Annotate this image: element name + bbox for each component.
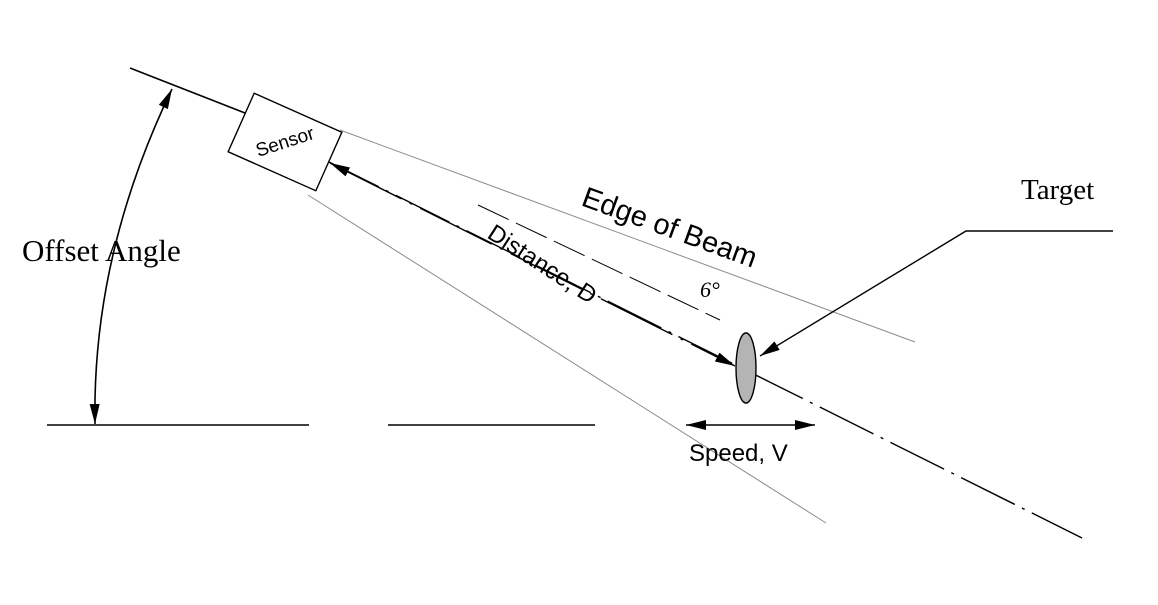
offset-angle-arc: [89, 88, 173, 425]
distance-label: Distance, D: [483, 219, 602, 309]
target-ellipse: [735, 332, 757, 404]
offset-angle-label: Offset Angle: [22, 233, 181, 268]
sensor-axis-line: [129, 67, 246, 114]
beam-angle-label: 6°: [700, 277, 720, 302]
beam-edge-upper: [339, 129, 916, 343]
target-label: Target: [1021, 174, 1094, 206]
distance-arrow: [329, 162, 736, 367]
target-leader-line: [759, 230, 1113, 357]
sensor-box: Sensor: [227, 92, 343, 192]
speed-label: Speed, V: [689, 440, 788, 467]
